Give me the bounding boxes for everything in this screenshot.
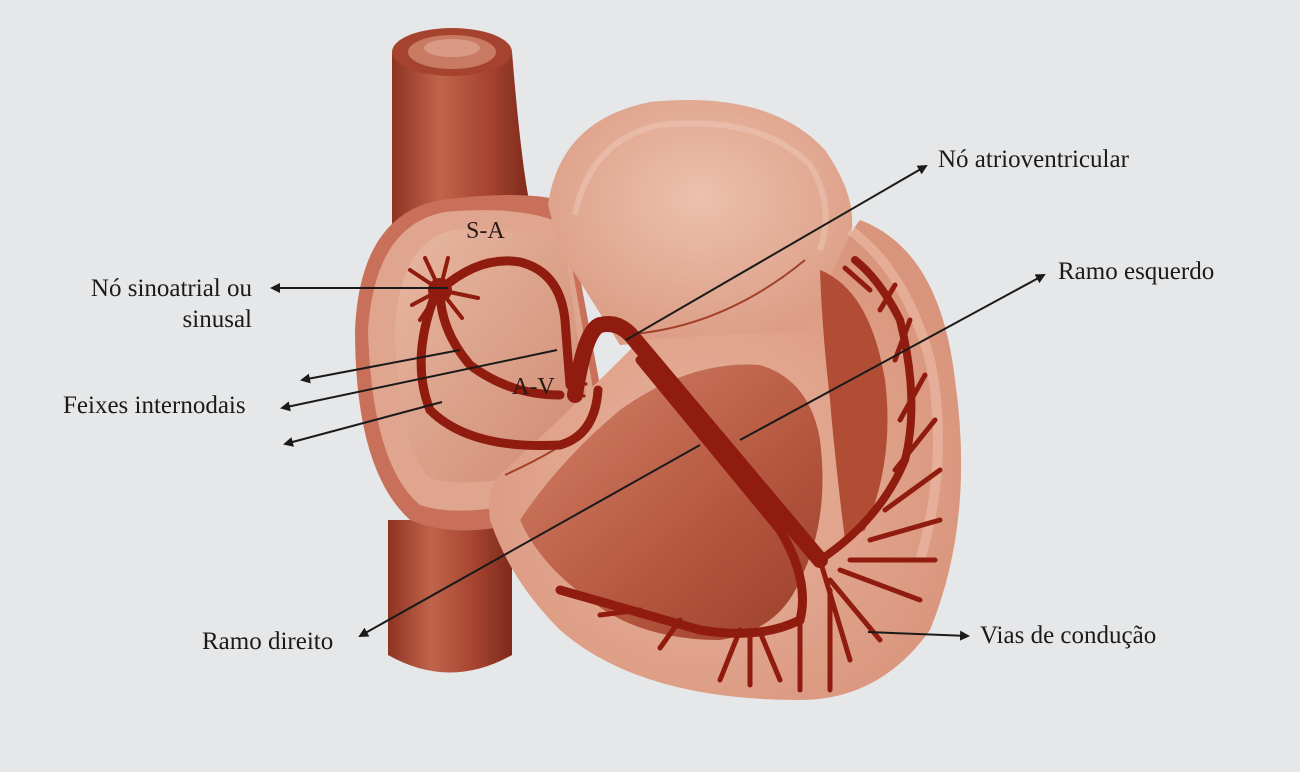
left-bundle-branch — [816, 256, 916, 564]
internodal-pathway-middle — [435, 285, 565, 400]
internodal-pathway-posterior — [416, 290, 603, 451]
arrow-left-branch — [358, 444, 701, 637]
sa-node-label-line2: sinusal — [182, 306, 252, 333]
purkinje-fibers — [557, 265, 943, 693]
conduction-system — [408, 256, 943, 693]
left-atrium — [548, 100, 853, 345]
superior-vena-cava — [392, 28, 530, 250]
sa-node-label-line1: Nó sinoatrial ou — [90, 275, 252, 302]
leader-lines — [270, 164, 1046, 641]
internodal-bundles-label: Feixes internodais — [63, 392, 246, 419]
arrow-av-node — [625, 164, 928, 341]
av-node — [568, 370, 588, 398]
arrow-internodal-2 — [280, 349, 558, 412]
left-branch-label: Ramo esquerdo — [1058, 258, 1215, 285]
av-bundle — [567, 316, 828, 568]
conduction-pathways-label: Vias de condução — [980, 622, 1157, 649]
right-branch-label: Ramo direito — [202, 628, 334, 655]
av-abbrev-label: A-V — [512, 374, 555, 400]
arrow-internodal-3 — [283, 401, 443, 447]
sa-node-label: Nó sinoatrial ou sinusal — [40, 273, 252, 335]
sa-abbrev-label: S-A — [466, 218, 505, 244]
av-node-label: Nó atrioventricular — [938, 146, 1129, 173]
arrow-right-branch — [739, 274, 1046, 441]
arrow-conduction — [867, 630, 970, 641]
arrow-internodal-1 — [300, 349, 461, 384]
inferior-vena-cava — [388, 520, 512, 673]
